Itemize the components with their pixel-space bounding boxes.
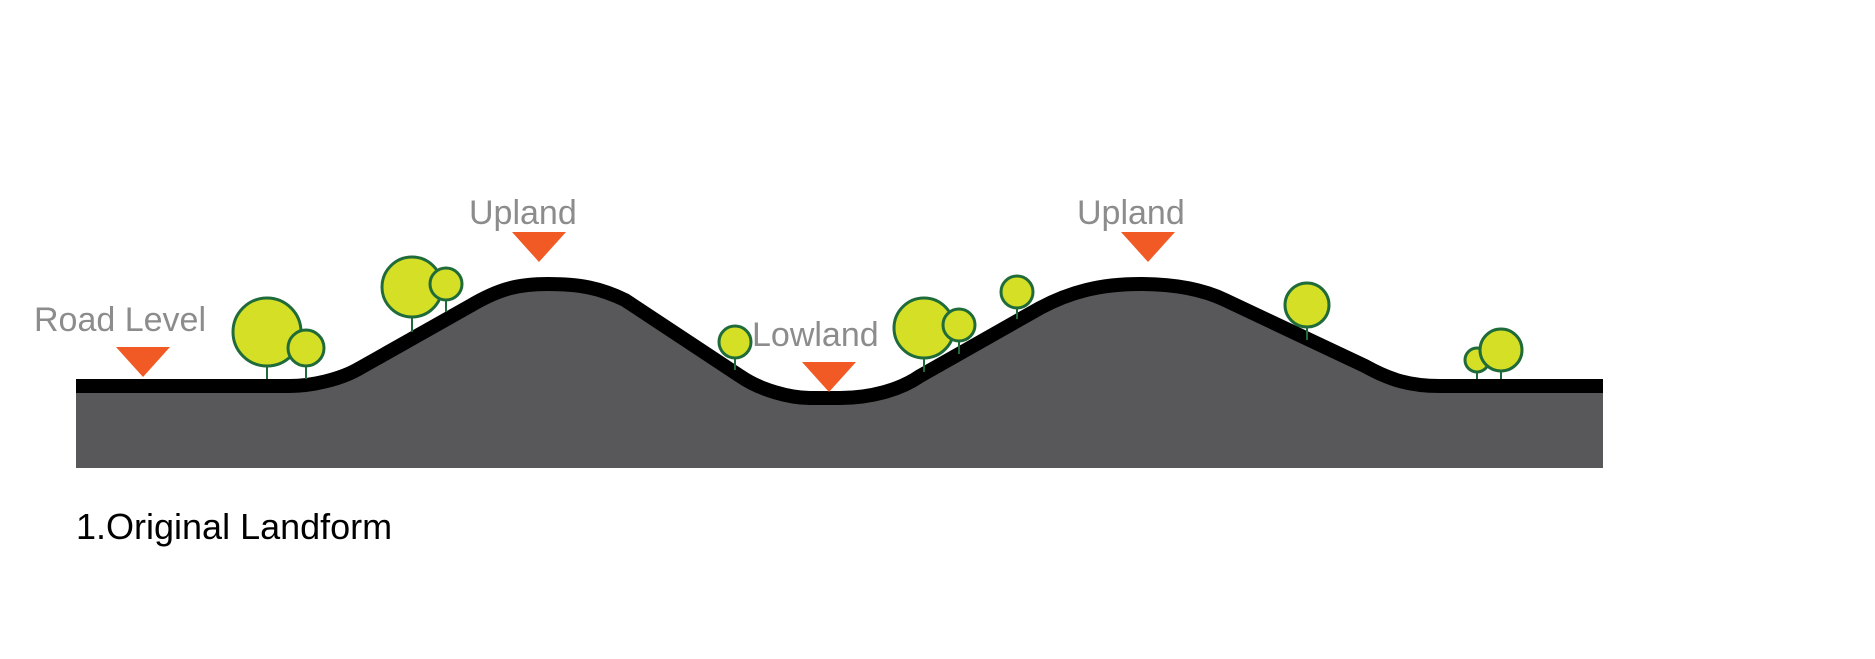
tree-group-slope-right xyxy=(892,274,1035,372)
tree-upland-right xyxy=(1283,281,1331,340)
tree-icon xyxy=(717,324,753,360)
tree-icon xyxy=(428,266,464,302)
tree-lowland-left xyxy=(717,324,753,370)
label-road-level: Road Level xyxy=(34,301,206,339)
level-marker-upland-right-icon xyxy=(1121,232,1175,262)
tree-icon xyxy=(941,307,977,343)
label-upland-right: Upland xyxy=(1077,194,1185,232)
level-marker-lowland-icon xyxy=(802,362,856,392)
tree-icon xyxy=(999,274,1035,310)
figure-caption: 1.Original Landform xyxy=(76,506,392,547)
level-marker-upland-left-icon xyxy=(512,232,566,262)
tree-icon xyxy=(1478,327,1524,373)
tree-group-road-left xyxy=(231,296,326,379)
label-upland-left: Upland xyxy=(469,194,577,232)
level-marker-road-icon xyxy=(116,347,170,377)
tree-icon xyxy=(286,328,326,368)
label-lowland: Lowland xyxy=(752,316,879,354)
ground-section xyxy=(76,284,1603,468)
tree-group-upland-left xyxy=(380,255,464,332)
ground-surface-line xyxy=(76,276,1603,405)
tree-group-road-right xyxy=(1463,327,1524,379)
tree-icon xyxy=(1283,281,1331,329)
